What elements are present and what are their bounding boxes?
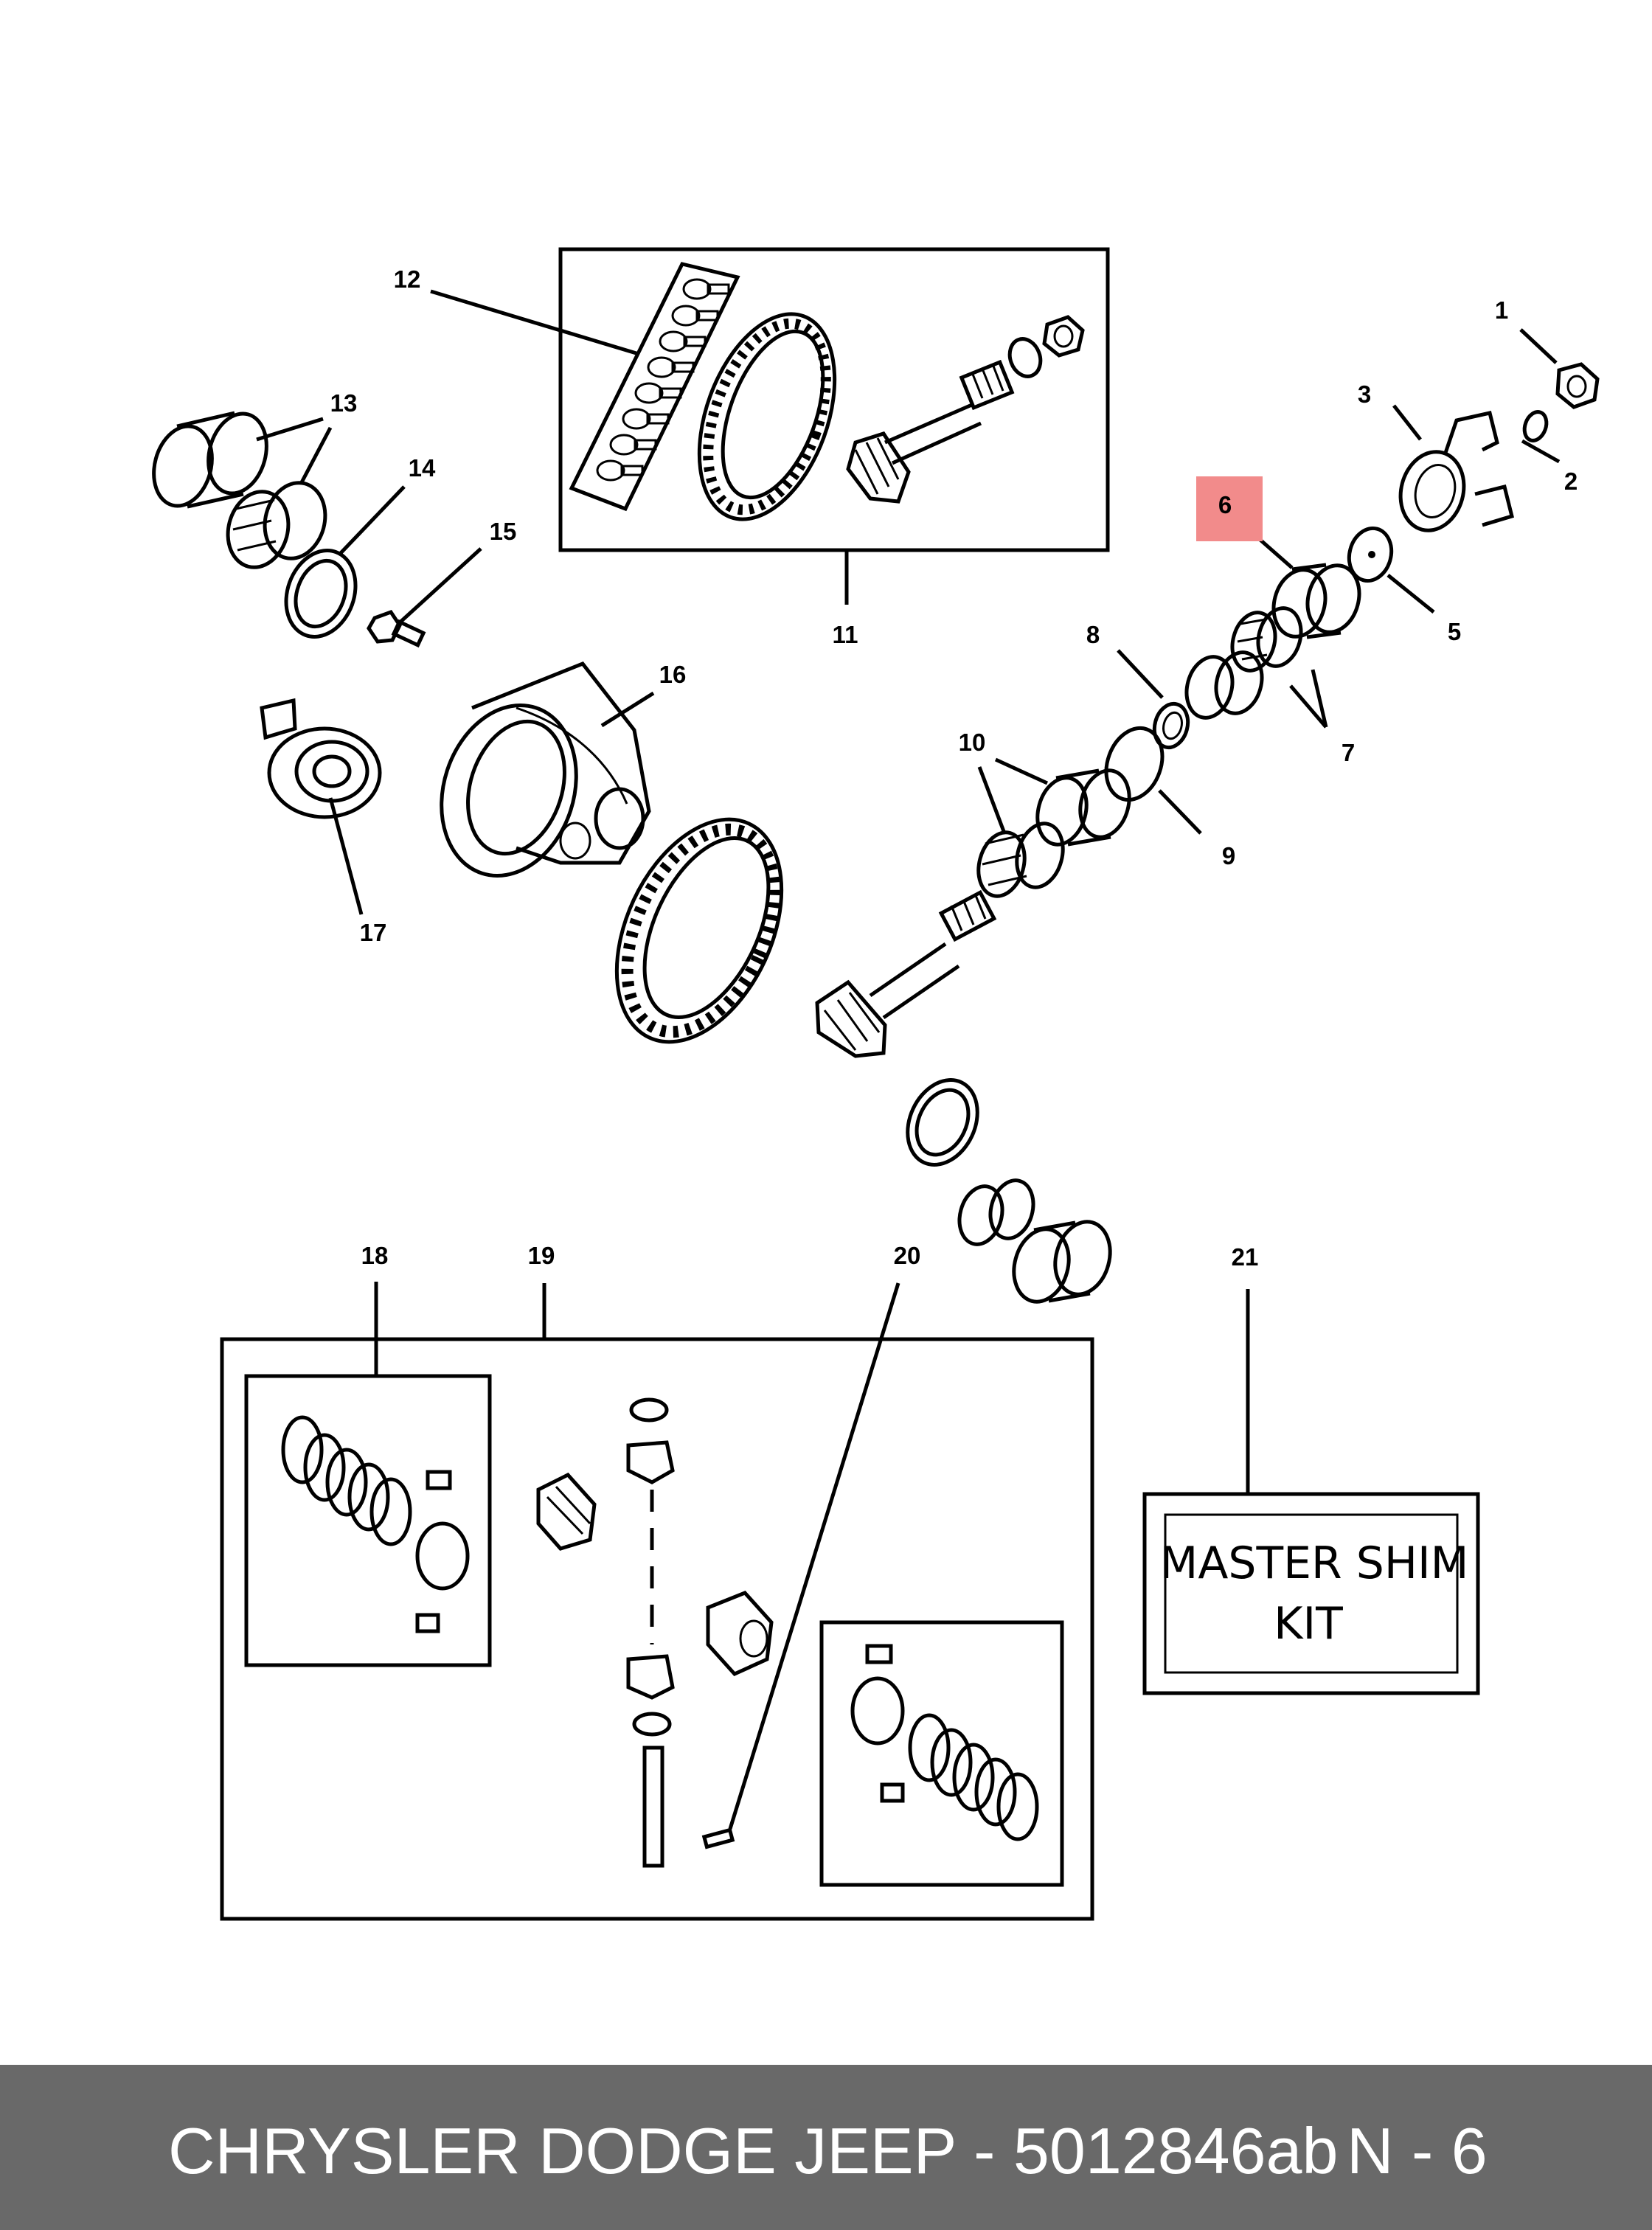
bearing-cone-13	[226, 481, 327, 569]
callout-18: 18	[361, 1242, 389, 1269]
footer-bar: CHRYSLER DODGE JEEP - 5012846ab N - 6	[0, 2065, 1652, 2230]
bearing-cup-13	[152, 411, 268, 509]
bearing-6	[1271, 563, 1361, 639]
roll-pin-20	[701, 1827, 735, 1849]
differential-kit-box	[220, 1337, 1094, 1921]
callout-15: 15	[490, 518, 517, 545]
side-gear-left	[536, 1472, 597, 1551]
pinion-shaft-stack	[626, 1397, 675, 1868]
bolt-15	[367, 609, 426, 648]
callout-14: 14	[409, 454, 436, 482]
callout-5: 5	[1448, 618, 1461, 645]
clutch-pack-right	[850, 1644, 1039, 1841]
callout-7: 7	[1342, 739, 1355, 766]
bearing-cup-7	[1184, 650, 1264, 720]
lower-bearing-group	[906, 1078, 1112, 1304]
callout-6-highlight	[1196, 476, 1263, 541]
part-17	[260, 698, 382, 819]
side-gear-right	[706, 1591, 774, 1677]
callout-9: 9	[1222, 842, 1235, 869]
callout-2: 2	[1564, 468, 1578, 495]
callout-12: 12	[394, 265, 421, 293]
callout-21: 21	[1232, 1243, 1259, 1271]
callout-1: 1	[1495, 296, 1508, 324]
shim-kit-line2: KIT	[1274, 1598, 1343, 1650]
callout-3: 3	[1358, 381, 1371, 408]
footer-page-number: N - 6	[1347, 2114, 1488, 2187]
shim-kit-line1: MASTER SHIM	[1160, 1538, 1469, 1589]
differential-case	[440, 661, 651, 878]
callout-labels: 1 2 3 5 6 7 8 9 10 11 12 13 14 15 16 17 …	[330, 265, 1578, 1271]
callout-6: 6	[1218, 491, 1232, 518]
bearing-cone-7	[1230, 606, 1303, 673]
callout-17: 17	[360, 919, 387, 946]
washer-2	[1522, 410, 1549, 442]
spacer-8	[1152, 701, 1190, 750]
callout-20: 20	[894, 1242, 921, 1269]
bearing-cone-10	[976, 822, 1065, 898]
ring-gear-bolts	[569, 262, 740, 512]
callout-11: 11	[833, 621, 858, 648]
shim-14	[284, 549, 358, 639]
ring-gear	[697, 312, 837, 521]
exploded-parts-diagram: MASTER SHIM KIT 1 2 3 5 6 7	[152, 247, 1600, 1921]
callout-8: 8	[1086, 621, 1100, 648]
clutch-pack-left	[281, 1415, 470, 1633]
master-shim-kit-box: MASTER SHIM KIT	[1142, 1492, 1480, 1695]
pinion-gear	[846, 359, 1015, 504]
callout-16: 16	[659, 661, 687, 688]
ring-gear-large	[614, 817, 784, 1044]
clutch-pack-box-left	[244, 1374, 492, 1667]
callout-13: 13	[330, 389, 358, 417]
gear-set-box	[558, 247, 1110, 552]
pinion-washer	[1007, 337, 1043, 378]
pinion-nut	[1042, 315, 1085, 358]
yoke-3	[1398, 411, 1515, 532]
pinion-gear-large	[815, 889, 997, 1058]
callout-19: 19	[528, 1242, 555, 1269]
shim-9	[1104, 726, 1165, 802]
washer-5	[1347, 526, 1394, 583]
bearing-cup-10	[1035, 768, 1131, 847]
clutch-pack-box-right	[819, 1620, 1064, 1887]
leader-lines	[256, 289, 1561, 1830]
footer-title: CHRYSLER DODGE JEEP - 5012846ab	[168, 2114, 1339, 2187]
nut-1	[1555, 362, 1600, 409]
callout-10: 10	[959, 729, 986, 756]
